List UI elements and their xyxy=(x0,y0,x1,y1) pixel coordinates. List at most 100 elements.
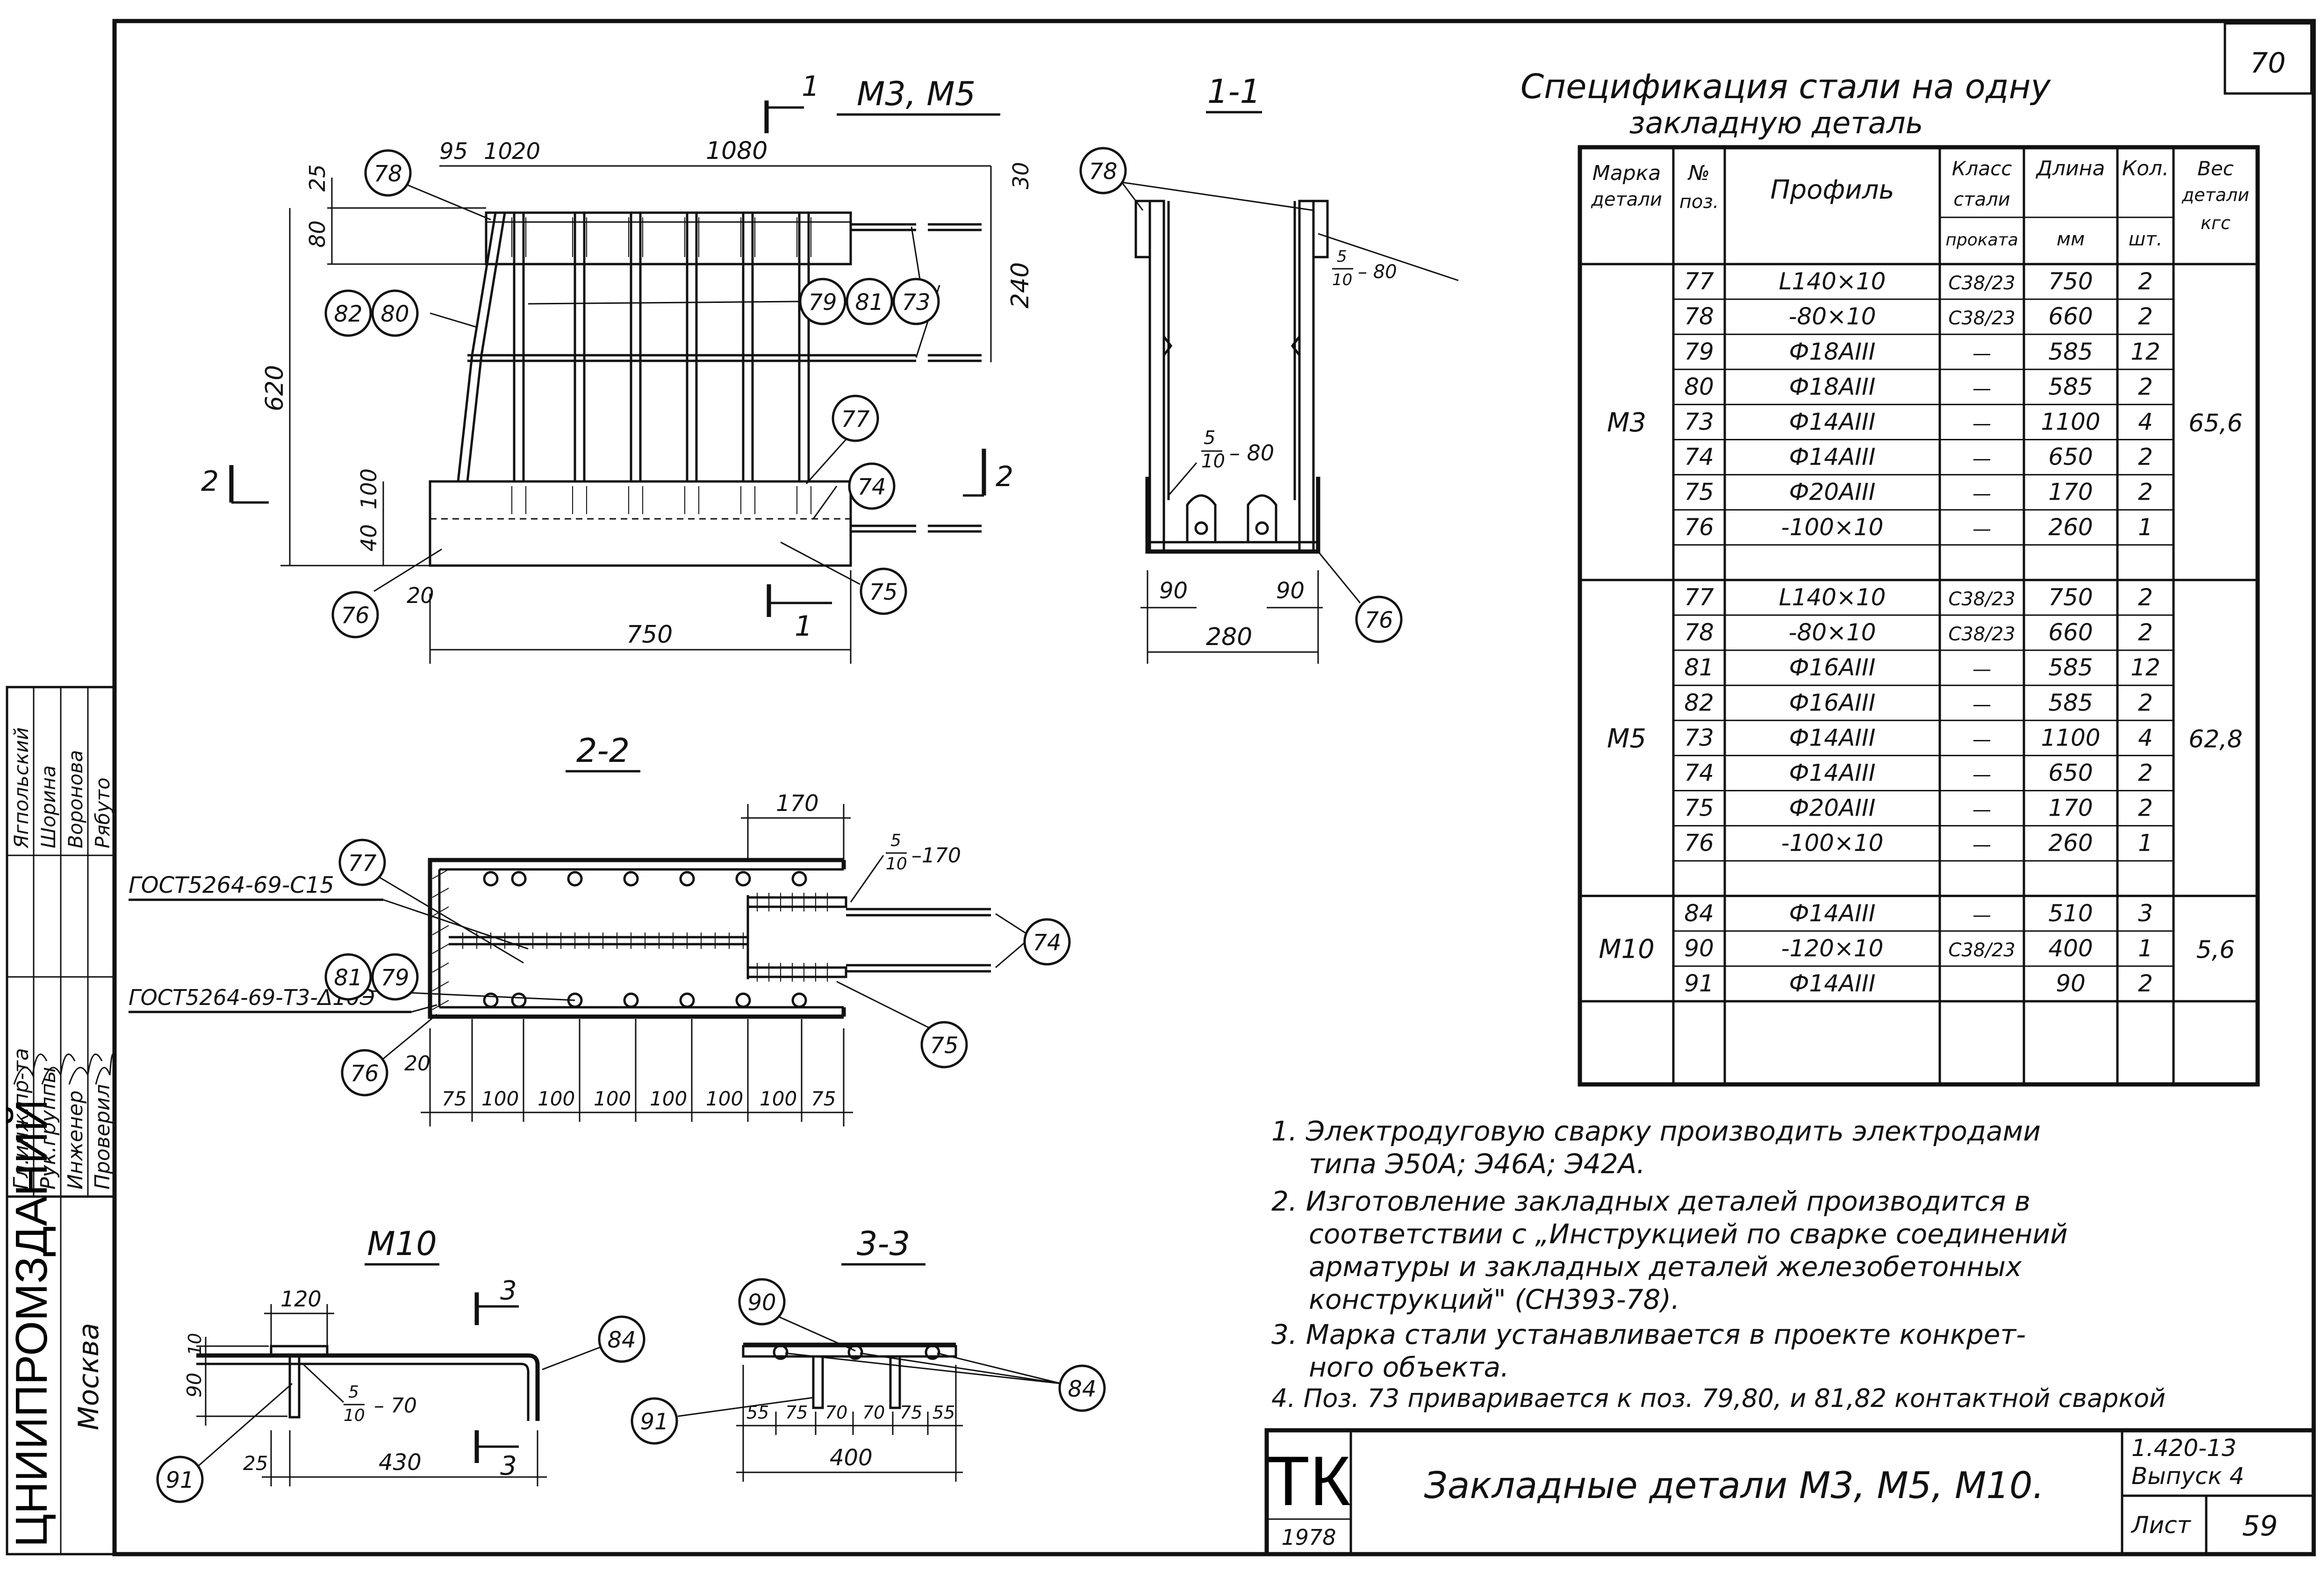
dim-80: 80 xyxy=(305,220,330,248)
table-cell-cls: — xyxy=(1973,343,1991,364)
signature-mark xyxy=(13,1054,48,1085)
table-cell-len: 585 xyxy=(2048,338,2093,365)
pos-bubble: 84 xyxy=(1068,1376,1096,1402)
table-cell-len: 650 xyxy=(2048,444,2093,471)
table-cell-pos: 78 xyxy=(1684,303,1714,330)
weld-len-3: –170 xyxy=(911,844,961,868)
dim-120: 120 xyxy=(280,1286,322,1312)
dim-280: 280 xyxy=(1206,623,1252,651)
table-cell-profile: Ф16АIII xyxy=(1789,689,1875,716)
pos-bubble: 74 xyxy=(857,474,886,500)
pos-bubble: 80 xyxy=(380,301,409,327)
sheet-number-box xyxy=(2224,22,2313,95)
pitch-dim: 100 xyxy=(706,1087,743,1110)
th-weight-1: Вес xyxy=(2197,157,2234,180)
dim-10-m10: 10 xyxy=(185,1333,205,1355)
pos-bubble: 73 xyxy=(902,289,930,316)
table-cell-cls: — xyxy=(1973,448,1991,470)
table-cell-len: 1100 xyxy=(2041,408,2100,435)
tb-title: Закладные детали М3, М5, М10. xyxy=(1424,1465,2044,1507)
table-cell-profile: -100×10 xyxy=(1781,514,1884,541)
th-profile: Профиль xyxy=(1771,175,1894,205)
table-cell-len: 585 xyxy=(2048,654,2093,681)
table-cell-len: 170 xyxy=(2048,795,2093,822)
view-title-m10: М10 xyxy=(367,1225,437,1263)
table-cell-cls: — xyxy=(1973,904,1991,926)
table-cell-len: 650 xyxy=(2048,759,2093,786)
pitch-dim: 100 xyxy=(481,1087,519,1110)
stamp-role: Рук.группы xyxy=(36,1067,60,1190)
note-line: типа Э50А; Э46А; Э42А. xyxy=(1309,1148,1645,1180)
table-cell-len: 660 xyxy=(2048,303,2093,330)
table-cell-profile: -120×10 xyxy=(1781,935,1884,962)
table-cell-qty: 2 xyxy=(2138,689,2153,716)
section-mark-1-bottom: 1 xyxy=(795,610,812,643)
table-cell-profile: -80×10 xyxy=(1788,303,1876,330)
th-pos-1: № xyxy=(1687,161,1710,185)
weld-len: – 80 xyxy=(1358,261,1397,283)
view-m10: М10 120 10 90 25 430 5 10 – 70 3 xyxy=(156,1225,646,1503)
pitch-dim-33: 75 xyxy=(900,1402,922,1423)
table-cell-profile: Ф18АIII xyxy=(1789,373,1875,400)
view-section-3-3: 3-3 55 75 70 70 75 55 400 xyxy=(631,1225,1106,1482)
note-line: соответствии с „Инструкцией по сварке со… xyxy=(1309,1218,2068,1250)
tb-sheet-label: Лист xyxy=(2130,1512,2192,1539)
table-cell-qty: 12 xyxy=(2130,654,2160,681)
dim-1080: 1080 xyxy=(706,137,767,165)
dim-20b: 20 xyxy=(407,583,434,608)
stamp-name: Рябуто xyxy=(91,777,114,848)
tb-series: 1.420-13 xyxy=(2131,1434,2237,1462)
stamp-name: Воронова xyxy=(64,750,87,848)
section-mark-2-left: 2 xyxy=(201,465,219,498)
bottom-angle xyxy=(429,480,852,567)
tb-sheet: 59 xyxy=(2242,1510,2278,1542)
view-section-1-1: 1-1 5 10 – 80 5 10 – 80 90 xyxy=(1079,72,1459,664)
table-cell-cls: — xyxy=(1973,659,1991,680)
table-cell-mark: М3 xyxy=(1607,408,1646,438)
table-cell-qty: 2 xyxy=(2138,444,2153,471)
table-cell-qty: 2 xyxy=(2138,759,2153,786)
tb-issue: Выпуск 4 xyxy=(2131,1463,2244,1490)
view-m3m5: М3, М5 1 xyxy=(201,70,1034,664)
table-cell-cls: С38/23 xyxy=(1948,308,2015,329)
view-title-1-1: 1-1 xyxy=(1207,72,1261,111)
pos-bubble: 79 xyxy=(808,289,837,316)
pitch-dim: 100 xyxy=(594,1087,631,1110)
dim-240: 240 xyxy=(1006,262,1034,308)
table-cell-qty: 1 xyxy=(2138,935,2153,962)
table-cell-qty: 1 xyxy=(2138,830,2153,857)
table-cell-pos: 77 xyxy=(1684,584,1714,611)
dim-25-m10: 25 xyxy=(243,1452,268,1475)
table-cell-pos: 75 xyxy=(1684,795,1714,822)
pitch-dim: 100 xyxy=(650,1087,687,1110)
pitch-dim-33: 75 xyxy=(785,1402,808,1423)
table-cell-mark: М5 xyxy=(1607,724,1646,754)
table-cell-profile: Ф16АIII xyxy=(1789,654,1875,681)
notes: 1. Электродуговую сварку производить эле… xyxy=(1271,1115,2166,1413)
dim-30: 30 xyxy=(1008,162,1033,189)
signature-mark xyxy=(95,1054,115,1085)
dim-95: 95 xyxy=(439,138,468,165)
note-line: 3. Марка стали устанавливается в проекте… xyxy=(1271,1319,2026,1350)
note-line: 1. Электродуговую сварку производить эле… xyxy=(1271,1115,2041,1147)
th-mark-1: Марка xyxy=(1592,161,1661,185)
note-line: 2. Изготовление закладных деталей произв… xyxy=(1271,1185,2030,1217)
weld-num-3: 5 xyxy=(890,831,901,850)
table-cell-qty: 2 xyxy=(2138,303,2153,330)
table-cell-qty: 3 xyxy=(2138,900,2153,927)
pitch-dim: 100 xyxy=(760,1087,797,1110)
dim-170: 170 xyxy=(776,790,819,817)
table-cell-cls: — xyxy=(1973,834,1991,856)
pos-bubble: 77 xyxy=(348,850,377,876)
th-class-2: стали xyxy=(1953,189,2010,210)
table-cell-profile: Ф18АIII xyxy=(1789,338,1875,365)
table-cell-pos: 73 xyxy=(1684,408,1714,435)
table-cell-cls: С38/23 xyxy=(1948,273,2015,294)
table-cell-profile: Ф20АIII xyxy=(1789,479,1875,506)
stamp-name: Шорина xyxy=(37,765,60,848)
table-cell-cls: С38/23 xyxy=(1948,940,2015,961)
th-class-3: проката xyxy=(1945,230,2018,250)
pos-bubble: 76 xyxy=(341,602,369,629)
